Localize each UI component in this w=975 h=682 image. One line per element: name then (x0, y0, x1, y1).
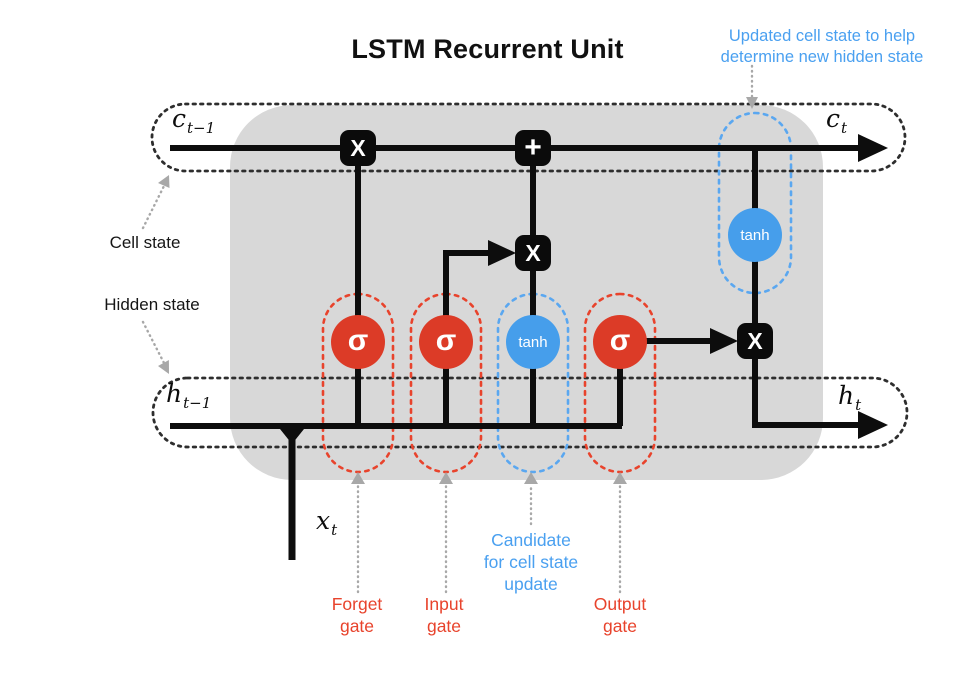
new-cell-tanh-symbol: tanh (740, 226, 770, 244)
candidate-tanh-node: tanh (506, 315, 560, 369)
label-c-t-base: c (826, 104, 841, 133)
hidden-state-guide-arrowhead (158, 360, 169, 374)
cell-state-arrowhead (858, 134, 888, 162)
hidden-state-guide-line (141, 320, 166, 365)
new-cell-tanh-node: tanh (728, 208, 782, 262)
input-gate-symbol: σ (435, 323, 457, 357)
label-c-prev-base: c (172, 104, 187, 133)
candidate-label: Candidate for cell state update (483, 530, 579, 594)
label-h-prev-sub: t−1 (183, 394, 212, 412)
label-h-prev-base: h (166, 379, 183, 408)
label-x-t: xt (316, 506, 337, 539)
label-c-t: ct (826, 104, 847, 137)
forget-gate-label: Forget gate (331, 594, 383, 636)
cell-state-guide-arrowhead (158, 175, 170, 188)
label-c-prev: ct−1 (172, 104, 215, 137)
cell-add-symbol: + (524, 131, 542, 164)
output-gate-symbol: σ (609, 323, 631, 357)
label-h-t-sub: t (855, 396, 862, 414)
updated-cell-state-annotation: Updated cell state to help determine new… (720, 27, 924, 66)
input-multiply-node: x (515, 235, 551, 271)
output-multiply-symbol: x (747, 327, 763, 354)
cell-state-label: Cell state (109, 233, 181, 252)
candidate-tanh-symbol: tanh (518, 333, 548, 351)
output-multiply-node: x (737, 323, 773, 359)
cell-state-guide-line (141, 184, 166, 230)
label-x-t-base: x (316, 506, 331, 535)
input-multiply-symbol: x (525, 239, 541, 266)
forget-multiply-symbol: x (350, 134, 366, 161)
input-gate-label: Input gate (424, 594, 464, 636)
hidden-state-label: Hidden state (104, 295, 200, 314)
label-h-t-base: h (838, 381, 855, 410)
input-gate-node: σ (419, 315, 473, 369)
forget-gate-node: σ (331, 315, 385, 369)
forget-multiply-node: x (340, 130, 376, 166)
output-gate-node: σ (593, 315, 647, 369)
hidden-state-arrowhead (858, 411, 888, 439)
label-h-prev: ht−1 (166, 379, 211, 412)
label-c-prev-sub: t−1 (187, 119, 216, 137)
forget-gate-symbol: σ (347, 323, 369, 357)
label-h-t: ht (838, 381, 861, 414)
label-c-t-sub: t (841, 119, 848, 137)
output-gate-label: Output gate (593, 594, 647, 636)
diagram-title: LSTM Recurrent Unit (351, 34, 624, 64)
cell-add-node: + (515, 130, 551, 166)
label-x-t-sub: t (331, 521, 338, 539)
